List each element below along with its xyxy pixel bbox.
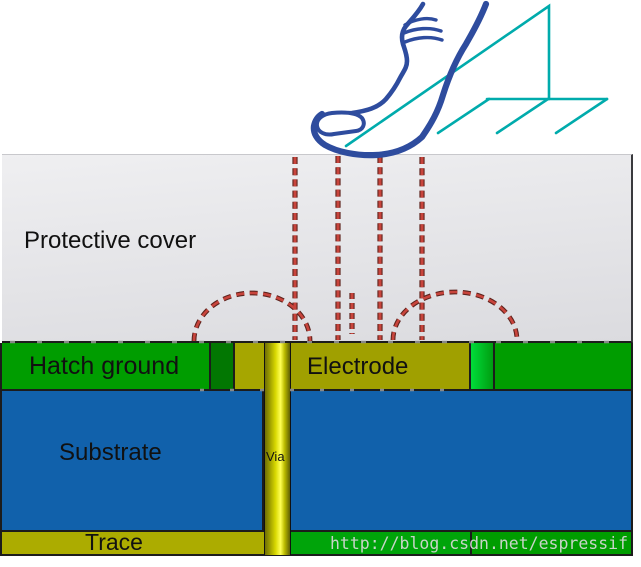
hatch-ground-segment [2,343,209,389]
knuckle-wrinkles [402,16,444,44]
electrode-segment [291,343,469,389]
sensor-layer-row [0,343,633,391]
finger-icon [310,0,490,159]
bottom-ground-segment-a [291,532,470,554]
finger-inner-contour [330,1,426,117]
watermark-url: http://blog.csdn.net/espressif [330,534,629,553]
substrate-right-block [291,391,631,530]
protective-cover-label: Protective cover [24,227,197,254]
substrate-left-block [2,391,262,530]
hatch-ground-right-segment [495,343,631,389]
earth-ground-icon [344,3,609,148]
substrate-label: Substrate [59,439,162,466]
bottom-ground-segment-b [472,532,631,554]
hatch-ground-label: Hatch ground [29,352,180,380]
hatch-ground-dark-segment [211,343,233,389]
electrode-left-segment [235,343,264,389]
via-label: Via [266,449,285,464]
trace-segment [2,532,264,554]
via-column [264,343,291,555]
fingernail [314,110,366,137]
substrate-row [0,391,633,532]
electrode-label: Electrode [307,353,409,380]
protective-cover-layer [2,154,633,343]
trace-row [0,532,633,556]
finger-outer-contour [310,0,490,159]
trace-label: Trace [85,529,143,555]
hatch-ground-bright-segment [471,343,493,389]
